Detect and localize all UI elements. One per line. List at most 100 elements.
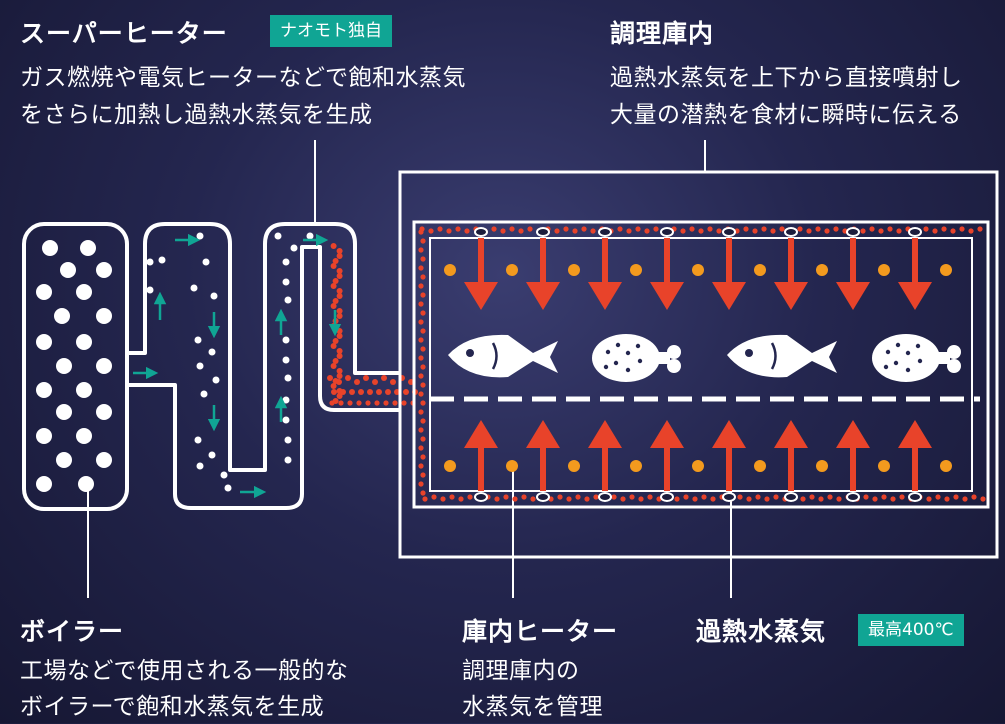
superheated-dot — [363, 375, 369, 381]
steam-dot — [274, 232, 282, 240]
steam-dot — [146, 258, 154, 266]
superheated-dot — [464, 228, 470, 234]
heater-dot — [754, 460, 766, 472]
superheated-dot — [818, 496, 824, 502]
superheated-dot — [824, 228, 830, 234]
steam-dot — [210, 292, 218, 300]
superheated-dot — [336, 333, 343, 339]
steam-bubble — [96, 404, 112, 420]
superheated-dot — [926, 496, 932, 502]
steam-dot — [196, 362, 204, 370]
superheated-dot — [941, 226, 947, 232]
superheated-dot — [332, 358, 339, 364]
superheated-dot — [887, 226, 893, 232]
superheated-dot — [968, 228, 974, 234]
steam-bubble — [56, 452, 72, 468]
heater-dot — [940, 264, 952, 276]
chicken-drumstick-icon — [592, 334, 681, 382]
superheated-dot — [458, 496, 464, 502]
superheated-dot — [347, 400, 353, 406]
steam-nozzles — [474, 227, 922, 502]
superheated-dot — [680, 228, 686, 234]
steam-bubble — [78, 476, 94, 492]
superheated-dot — [743, 226, 749, 232]
steam-nozzle — [784, 492, 798, 502]
steam-dot — [200, 390, 208, 398]
superheated-dot — [420, 310, 426, 316]
arrow-down-icon — [774, 238, 808, 310]
superheated-dot — [420, 274, 426, 280]
superheated-dot — [761, 226, 767, 232]
superheated-dot — [418, 247, 424, 253]
arrow-up-icon — [526, 420, 560, 491]
steam-dot — [306, 232, 314, 240]
superheated-dot — [755, 494, 761, 500]
steam-bubble — [36, 476, 52, 492]
superheated-dot — [403, 389, 409, 395]
superheated-dot — [617, 226, 623, 232]
superheated-dot — [332, 278, 339, 284]
steam-dot — [284, 374, 292, 382]
steam-dot — [284, 456, 292, 464]
superheated-dot — [518, 228, 524, 234]
fish-icon — [727, 334, 837, 378]
superheated-dot — [467, 494, 473, 500]
superheated-dot — [418, 373, 424, 379]
superheated-dot — [890, 496, 896, 502]
heater-dot — [568, 460, 580, 472]
superheated-dot — [674, 496, 680, 502]
superheated-dot — [330, 343, 337, 349]
superheated-dot — [797, 226, 803, 232]
chicken-drumstick-icon — [872, 334, 961, 382]
superheated-dot — [503, 494, 509, 500]
heater-dot — [506, 460, 518, 472]
superheated-dot — [372, 379, 378, 385]
flow-arrows — [133, 233, 342, 499]
superheated-dot — [354, 379, 360, 385]
steam-dot — [284, 296, 292, 304]
steam-dot — [282, 416, 290, 424]
steam-dot — [194, 336, 202, 344]
superheated-dot — [530, 496, 536, 502]
superheated-dot — [420, 472, 426, 478]
superheated-dot — [418, 409, 424, 415]
superheated-dot — [367, 389, 373, 395]
superheated-dot — [385, 389, 391, 395]
heater-dot — [630, 460, 642, 472]
chamber-inner-box — [412, 220, 990, 509]
steam-nozzle — [784, 227, 798, 237]
boiler-desc-line2: ボイラーで飽和水蒸気を生成 — [20, 694, 325, 720]
superheated-dot — [420, 238, 426, 244]
superheated-dot — [401, 400, 407, 406]
superheated-dot — [358, 389, 364, 395]
steam-pipe — [127, 222, 400, 510]
heater-dot — [630, 264, 642, 276]
superheated-dot — [418, 355, 424, 361]
superheated-dot — [707, 226, 713, 232]
superheated-dot — [418, 265, 424, 271]
superheated-dot — [418, 481, 424, 487]
superheated-dot — [336, 293, 343, 299]
superheated-dot — [338, 400, 344, 406]
superheated-dot — [336, 253, 343, 259]
superheated-dot — [494, 496, 500, 502]
superheated-dot — [332, 258, 339, 264]
steam-jet-arrows — [464, 238, 932, 491]
boiler-title: ボイラー — [20, 617, 125, 646]
steam-bubble — [42, 240, 58, 256]
steam-dot — [146, 286, 154, 294]
superheated-dot — [356, 400, 362, 406]
steam-bubble — [76, 334, 92, 350]
superheated-dot — [779, 226, 785, 232]
superheated-dot — [376, 389, 382, 395]
superheated-dot — [336, 288, 343, 294]
steam-bubble — [56, 404, 72, 420]
chamber-heater-title: 庫内ヒーター — [462, 617, 619, 646]
steam-bubble — [96, 308, 112, 324]
steam-dot — [282, 356, 290, 364]
superheated-dot — [689, 226, 695, 232]
cooking-chamber-desc-line2: 大量の潜熱を食材に瞬時に伝える — [610, 102, 962, 128]
superheated-dot — [923, 226, 929, 232]
superheated-dot — [455, 226, 461, 232]
steam-dot — [202, 258, 210, 266]
